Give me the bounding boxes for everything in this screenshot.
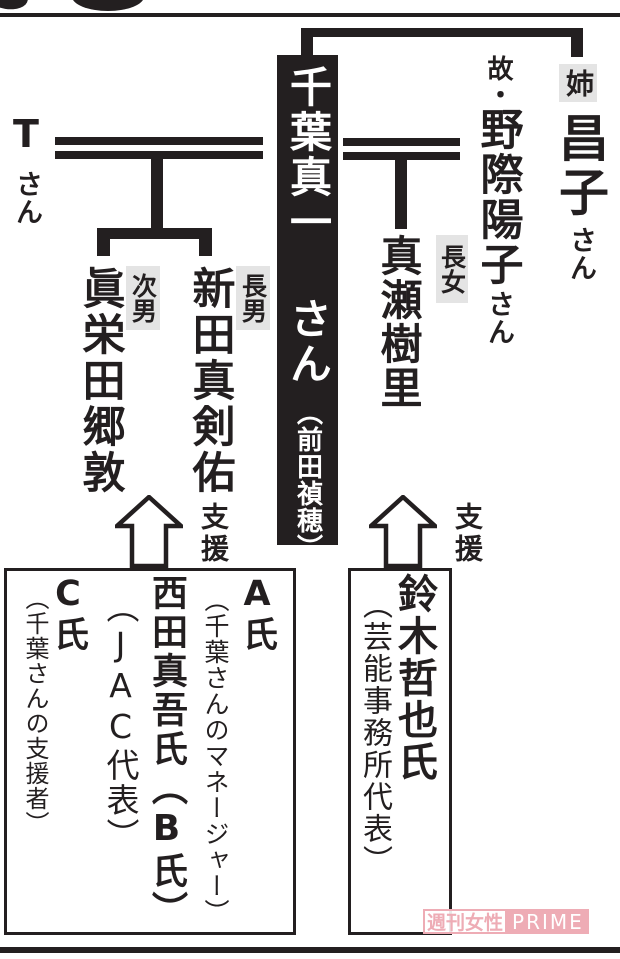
person-masako-honorific: さん	[565, 226, 596, 282]
support-arrow-up-icon-left	[115, 495, 183, 569]
supporters-box-left	[4, 568, 296, 935]
supporter-a-desc: （千葉さんのマネージャー）	[201, 587, 230, 925]
relation-label-eldest-daughter: 長女	[436, 235, 468, 303]
supporter-a-desc-text: （千葉さんのマネージャー）	[201, 587, 230, 925]
supporter-a-name-text: A氏	[237, 574, 277, 653]
person-masako-name: 昌子	[551, 112, 609, 220]
publisher-watermark-magazine-text: 週刊女性	[427, 912, 504, 934]
person-t-san-name: T	[4, 112, 48, 156]
supporter-nishida-name-text: 西田真吾氏（B氏）	[146, 574, 187, 930]
support-label-right: 支援	[451, 502, 484, 566]
supporter-nishida-desc-text: （JAC代表）	[101, 590, 140, 853]
cutoff-headline-fragment-right	[72, 0, 144, 11]
person-nogiwa-yoko-prefix: 故・	[483, 55, 513, 107]
sibling-bracket-stub-left	[301, 28, 313, 56]
supporter-a-name: A氏	[237, 574, 277, 653]
person-maeda-gordon: 眞栄田郷敦	[75, 266, 125, 496]
person-t-san: T さん	[4, 112, 48, 226]
person-mase-juri-name: 真瀬樹里	[374, 234, 423, 410]
publisher-watermark-magazine: 週刊女性	[423, 909, 508, 934]
person-t-san-honorific: さん	[11, 170, 42, 226]
person-nogiwa-yoko-honorific: さん	[483, 290, 514, 346]
marriage-line-left-bottom	[55, 151, 263, 159]
person-masako: 昌子さん	[551, 112, 609, 282]
top-rule	[0, 13, 620, 17]
person-mase-juri: 真瀬樹里	[374, 234, 423, 410]
person-nogiwa-yoko-name: 野際陽子	[473, 107, 523, 287]
supporter-nishida-name: 西田真吾氏（B氏）	[146, 574, 187, 930]
supporter-suzuki-name: 鈴木哲也氏	[391, 573, 437, 783]
marriage-line-right-bottom	[343, 152, 460, 160]
relation-label-sister-text: 姉	[562, 69, 595, 97]
supporters-box-right	[348, 568, 452, 935]
supporter-suzuki-desc-text: （芸能事務所代表）	[357, 589, 392, 877]
publisher-watermark-brand: PRIME	[507, 909, 589, 934]
bottom-rule	[0, 947, 620, 953]
person-chiba-shinichi-real-name: （前田禎穂）	[292, 399, 323, 561]
publisher-watermark-brand-text: PRIME	[512, 909, 584, 934]
person-chiba-shinichi-box: 千葉真一 さん （前田禎穂）	[277, 55, 338, 561]
relation-label-second-son-text: 次男	[128, 273, 158, 323]
relation-label-eldest-daughter-text: 長女	[437, 244, 467, 294]
support-label-left: 支援	[197, 502, 230, 566]
supporter-c-name-text: C氏	[48, 574, 88, 653]
sibling-branch-stub-right	[199, 228, 212, 256]
relation-label-second-son: 次男	[126, 266, 160, 330]
person-maeda-gordon-name: 眞栄田郷敦	[75, 266, 125, 496]
support-arrow-up-icon-right	[369, 495, 437, 569]
person-nitta-mackenyu: 新田真剣佑	[185, 266, 235, 496]
publisher-watermark: 週刊女性 PRIME	[423, 909, 589, 934]
person-nogiwa-yoko: 故・野際陽子さん	[473, 55, 523, 346]
relation-label-eldest-son-text: 長男	[238, 273, 268, 323]
sibling-bracket-horizontal	[301, 28, 583, 37]
support-label-right-text: 支援	[451, 502, 484, 566]
supporter-c-name: C氏	[48, 574, 88, 653]
sibling-branch-horizontal	[97, 228, 212, 239]
support-label-left-text: 支援	[197, 502, 230, 566]
cutoff-headline-fragment-left	[0, 0, 30, 13]
marriage-line-right-top	[343, 138, 460, 146]
supporter-c-desc: （千葉さんの支援者）	[21, 586, 49, 836]
person-chiba-shinichi-name: 千葉真一 さん	[283, 65, 333, 387]
relation-label-sister: 姉	[559, 64, 597, 102]
sibling-bracket-stub-right	[571, 28, 583, 57]
supporter-c-desc-text: （千葉さんの支援者）	[21, 586, 49, 836]
supporter-nishida-desc: （JAC代表）	[101, 590, 140, 853]
marriage-line-left-top	[55, 137, 263, 145]
person-chiba-shinichi: 千葉真一 さん （前田禎穂）	[284, 55, 333, 561]
supporter-suzuki-desc: （芸能事務所代表）	[357, 589, 392, 877]
person-nitta-mackenyu-name: 新田真剣佑	[185, 266, 235, 496]
descent-line-right	[395, 159, 407, 229]
sibling-branch-stub-left	[97, 228, 110, 256]
descent-line-left	[151, 158, 163, 229]
supporter-suzuki-name-text: 鈴木哲也氏	[391, 573, 437, 783]
relation-label-eldest-son: 長男	[236, 266, 270, 330]
